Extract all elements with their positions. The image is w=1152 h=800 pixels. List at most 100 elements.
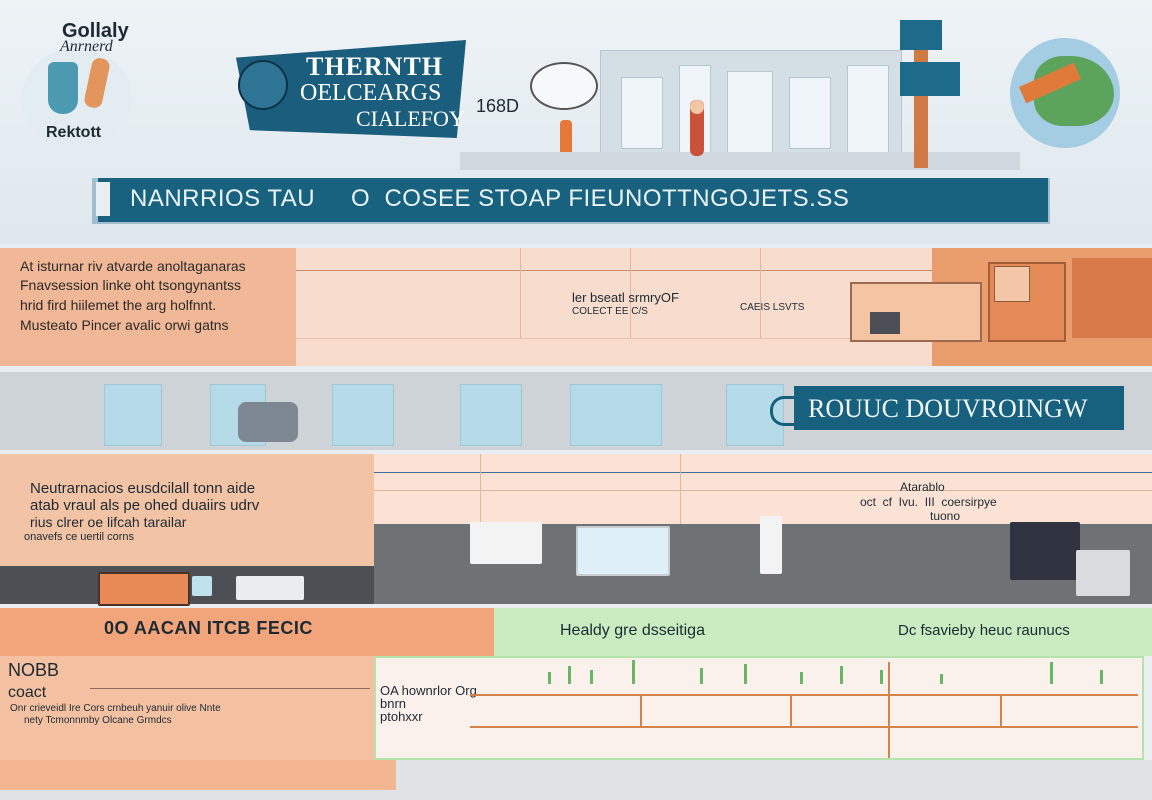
band5-heading-middle: Healdy gre dsseitiga — [560, 622, 705, 639]
logo-text-middle: Anrnerd — [60, 38, 113, 55]
badge-line-1: THERNTH — [306, 52, 444, 81]
divider-line — [296, 270, 932, 271]
tablet-icon — [236, 576, 304, 600]
green-bar — [880, 670, 883, 684]
divider-line — [374, 472, 1152, 473]
rocket-icon — [560, 120, 572, 162]
panel-tile — [460, 384, 522, 446]
printer-icon — [238, 402, 298, 442]
panel-tile — [332, 384, 394, 446]
band5-text-line: Onr crieveidl Ire Cors crnbeuh yanuir ol… — [10, 703, 221, 714]
divider-line — [90, 688, 370, 689]
band4-text-line: Neutrarnacios eusdcilall tonn aide — [30, 480, 256, 497]
tray-illustration — [98, 572, 190, 606]
band4-text-line: atab vraul als pe ohed duaiirs udrv — [30, 497, 260, 514]
band2-text-line: Fnavsession linke oht tsongynantss — [20, 277, 242, 293]
band5-heading-left: 0O AACAN ITCB FECIC — [104, 618, 313, 638]
monitor-icon — [870, 312, 900, 334]
band4-text-line: rius clrer oe lifcah tarailar — [30, 514, 187, 530]
building-window — [789, 77, 831, 149]
footer-left — [0, 760, 396, 790]
band5-text-line: coact — [8, 684, 47, 701]
green-bar — [568, 666, 571, 684]
platform-base — [460, 152, 1020, 170]
paper-stack — [470, 522, 542, 564]
sign-box-icon — [900, 20, 942, 50]
orange-line — [790, 694, 792, 726]
appliance-icon — [1076, 550, 1130, 596]
band2-text-line: At isturnar riv atvarde anoltaganaras — [20, 258, 246, 274]
band2-middle-panel — [296, 248, 932, 366]
band5-left-panel — [0, 656, 374, 760]
badge-line-3: CIALEFOY — [356, 106, 465, 131]
building-window — [621, 77, 663, 149]
divider-line — [296, 338, 932, 339]
band2-sublabel: COLECT EE C/S — [572, 306, 648, 317]
badge-line-2: OELCEARGS — [300, 80, 442, 106]
banner-hook-icon — [770, 396, 803, 426]
band4-right-text: Atarablo — [900, 480, 945, 494]
banner-tab — [96, 182, 110, 216]
band4-left-panel — [0, 454, 374, 566]
band4-right-panel — [374, 454, 1152, 524]
number-label: 168D — [476, 96, 520, 116]
divider-line — [680, 454, 681, 524]
building-window — [727, 71, 773, 153]
divider-line — [630, 248, 631, 338]
printer-icon — [1010, 522, 1080, 580]
band5-text-line: NOBB — [8, 660, 60, 680]
panel-tile — [570, 384, 662, 446]
cup-icon — [48, 62, 78, 114]
divider-line — [520, 248, 521, 338]
orange-line — [470, 726, 1138, 728]
green-bar — [590, 670, 593, 684]
badge-globe-icon — [238, 60, 288, 110]
band5-text-line: nety Tcmonnmby Olcane Grmdcs — [24, 715, 172, 726]
section-banner-text: ROUUC DOUVROINGW — [808, 394, 1088, 423]
band4-text-line: onavefs ce uertil corns — [24, 531, 135, 543]
band2-sublabel: CAEIS LSVTS — [740, 302, 805, 313]
band5-right-header — [494, 608, 1152, 656]
band2-text-line: hrid fird hiilemet the arg holfnnt. — [20, 297, 217, 313]
band5-chart-panel — [374, 656, 1144, 760]
portrait-frame — [994, 266, 1030, 302]
band2-text-line: Musteato Pincer avalic orwi gatns — [20, 317, 229, 333]
building-window — [847, 65, 889, 155]
orange-line — [888, 662, 890, 758]
logo-text-bottom: Rektott — [46, 124, 102, 141]
band5-left-header — [0, 608, 494, 656]
band4-right-text: tuono — [930, 509, 961, 523]
orange-line — [1000, 694, 1002, 726]
green-bar — [548, 672, 551, 684]
band5-heading-right: Dc fsavieby heuc raunucs — [898, 622, 1070, 639]
green-bar — [1050, 662, 1053, 684]
dispenser-icon — [760, 516, 782, 574]
green-bar — [840, 666, 843, 684]
chart-note: OA hownrlor Org bnrn ptohxxr — [380, 683, 477, 724]
orange-line — [470, 694, 1138, 696]
green-bar — [1100, 670, 1103, 684]
logo-text-top: Gollaly — [62, 20, 129, 42]
person-figure — [690, 100, 704, 156]
green-bar — [632, 660, 635, 684]
green-bar — [800, 672, 803, 684]
wood-panel — [1072, 258, 1152, 338]
band2-left-panel — [0, 248, 296, 366]
section-banner — [794, 386, 1124, 430]
box-icon — [192, 576, 212, 596]
green-bar — [940, 674, 943, 684]
main-banner — [98, 178, 1048, 222]
green-bar — [700, 668, 703, 684]
orange-line — [640, 694, 642, 726]
device-icon — [900, 62, 960, 96]
band2-label: ler bseatl srmryOF — [572, 290, 679, 305]
satellite-dish-icon — [530, 62, 598, 110]
divider-line — [480, 454, 481, 524]
monitor-icon — [576, 526, 670, 576]
band4-right-text: oct cf Ivu. III coersirpye — [860, 495, 997, 509]
main-banner-text: NANRRIOS TAU O COSEE STOAP FIEUNOTTNGOJE… — [130, 185, 850, 212]
divider-line — [374, 490, 1152, 491]
panel-tile — [104, 384, 162, 446]
person-head — [690, 100, 704, 114]
divider-line — [760, 248, 761, 338]
